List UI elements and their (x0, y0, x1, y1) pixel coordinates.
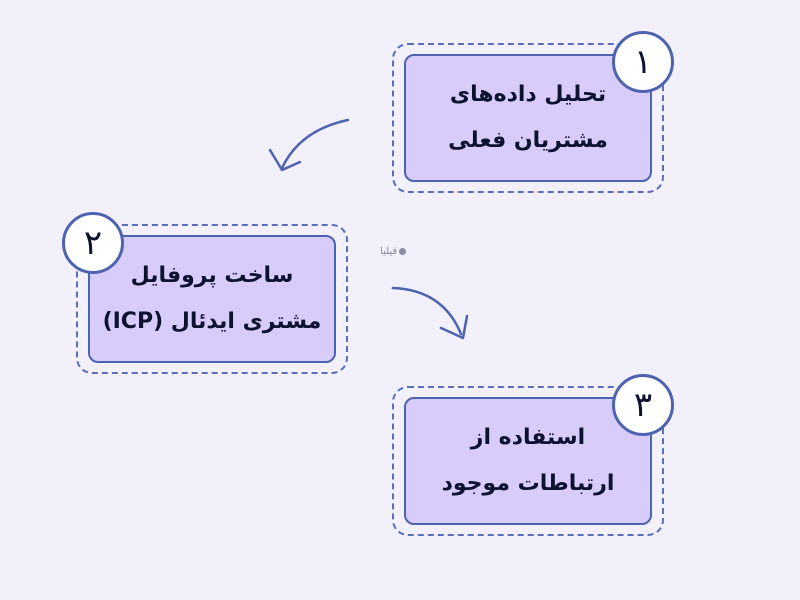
step-1-dashed-frame (392, 43, 664, 193)
watermark: فیلیا (380, 246, 407, 257)
arrow-2-curve (391, 286, 463, 336)
arrow-2-head (439, 314, 469, 340)
step-2-line-2: مشتری ایدئال (ICP) (102, 309, 322, 334)
step-3-line-1: استفاده از (470, 425, 586, 450)
step-2-number-badge: ۲ (62, 212, 124, 274)
step-1-line-2: مشتریان فعلی (448, 128, 608, 153)
step-2-number: ۲ (83, 223, 103, 263)
step-2-box: ساخت پروفایل مشتری ایدئال (ICP) (88, 235, 336, 363)
arrow-1-curve (280, 118, 350, 170)
step-3-box: استفاده از ارتباطات موجود (404, 397, 652, 525)
step-3-dashed-frame (392, 386, 664, 536)
step-2-line-1: ساخت پروفایل (130, 263, 294, 288)
step-3-number: ۳ (633, 385, 653, 425)
watermark-logo-icon (399, 248, 407, 255)
step-1-box: تحلیل داده‌های مشتریان فعلی (404, 54, 652, 182)
watermark-text: فیلیا (380, 246, 398, 257)
step-1-number-badge: ۱ (612, 31, 674, 93)
step-3-line-2: ارتباطات موجود (441, 471, 615, 496)
step-3: استفاده از ارتباطات موجود ۳ (392, 374, 674, 536)
arrow-step1-to-step2 (268, 118, 350, 172)
step-1-line-1: تحلیل داده‌های (449, 82, 607, 107)
arrow-1-head (268, 148, 302, 172)
step-2: ساخت پروفایل مشتری ایدئال (ICP) ۲ (62, 212, 348, 374)
arrow-step2-to-step3 (391, 286, 469, 340)
step-2-dashed-frame (76, 224, 348, 374)
step-3-number-badge: ۳ (612, 374, 674, 436)
step-1-number: ۱ (633, 42, 653, 82)
step-1: تحلیل داده‌های مشتریان فعلی ۱ (392, 31, 674, 193)
